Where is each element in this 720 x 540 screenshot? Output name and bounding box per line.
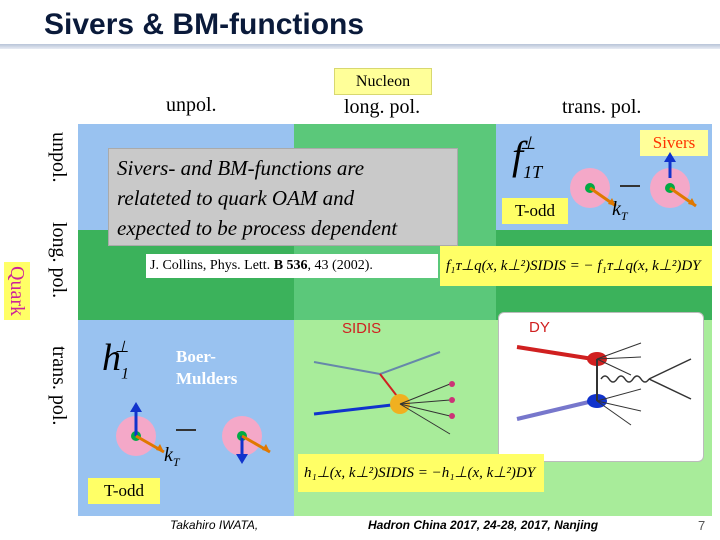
- title-underline: [0, 44, 720, 49]
- page-number: 7: [698, 518, 706, 533]
- bm-relation-formula: h₁⊥(x, k⊥²)SIDIS = −h₁⊥(x, k⊥²)DY: [298, 454, 544, 492]
- sivers-kt-symbol: kT: [612, 198, 628, 223]
- reference-citation: J. Collins, Phys. Lett. B 536, 43 (2002)…: [146, 254, 438, 278]
- sidis-label: SIDIS: [342, 320, 382, 337]
- bm-label-line-1: Boer-: [176, 347, 216, 366]
- reference-volume: B 536: [273, 258, 308, 273]
- sivers-function-symbol: f1T⊥: [512, 132, 543, 182]
- nucleon-label: Nucleon: [334, 68, 432, 95]
- reference-authors: J. Collins, Phys. Lett.: [150, 258, 274, 273]
- callout-line-2: relateted to quark OAM and: [117, 186, 355, 210]
- sivers-nucleon-diagram: [570, 152, 697, 208]
- bm-label-line-2: Mulders: [176, 369, 238, 388]
- dy-diagram: [516, 342, 692, 426]
- slide-title: Sivers & BM-functions: [44, 8, 365, 41]
- quark-label: Quark: [4, 262, 30, 320]
- sivers-badge: Sivers: [640, 130, 708, 156]
- col-header-unpol: unpol.: [166, 94, 217, 116]
- sivers-todd-badge: T-odd: [502, 198, 568, 224]
- reference-pages: , 43 (2002).: [307, 258, 373, 273]
- footer-author: Takahiro IWATA,: [170, 518, 259, 532]
- col-header-trans: trans. pol.: [562, 96, 642, 118]
- bm-nucleon-diagram: [116, 402, 271, 464]
- row-header-unpol: unpol.: [48, 132, 70, 183]
- dy-panel: DY: [498, 312, 704, 462]
- row-header-trans: trans. pol.: [48, 346, 70, 426]
- sivers-relation-formula: f₁ᴛ⊥q(x, k⊥²)SIDIS = − f₁ᴛ⊥q(x, k⊥²)DY: [440, 246, 712, 286]
- callout-box: Sivers- and BM-functions are relateted t…: [108, 148, 458, 246]
- callout-line-3: expected to be process dependent: [117, 216, 398, 240]
- dy-label: DY: [529, 319, 550, 336]
- footer-event: Hadron China 2017, 24-28, 2017, Nanjing: [368, 518, 599, 532]
- col-header-long: long. pol.: [344, 96, 421, 118]
- row-header-long: long. pol.: [48, 222, 70, 299]
- bm-kt-symbol: kT: [164, 444, 180, 469]
- sidis-diagram: [313, 351, 455, 435]
- bm-todd-badge: T-odd: [88, 478, 160, 504]
- sidis-panel: SIDIS: [296, 320, 496, 508]
- bm-label: Boer- Mulders: [172, 342, 268, 396]
- callout-line-1: Sivers- and BM-functions are: [117, 156, 365, 180]
- bm-function-symbol: h1⊥: [102, 337, 129, 383]
